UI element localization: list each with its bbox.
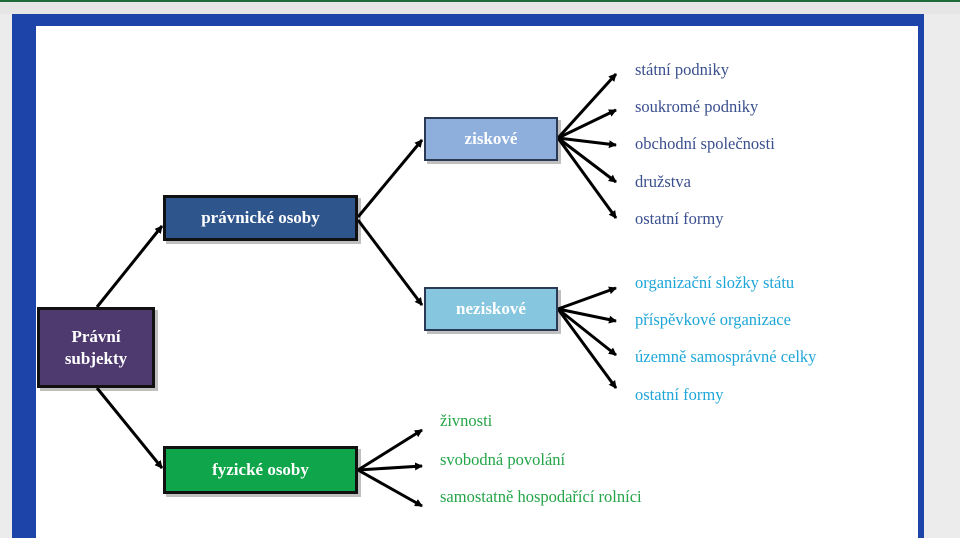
leaf-zivnosti: živnosti xyxy=(440,411,493,430)
edge-pravnicke-ziskove xyxy=(356,139,424,218)
node-root: Právní subjekty xyxy=(37,307,155,388)
leaf-statni-podniky: státní podniky xyxy=(635,60,729,79)
node-fyzicke-osoby-label: fyzické osoby xyxy=(212,460,309,480)
leaf-ostatni-formy-neziskove: ostatní formy xyxy=(635,385,724,404)
leaf-svobodna-povolani: svobodná povolání xyxy=(440,450,566,469)
node-neziskove: neziskové xyxy=(424,287,558,331)
node-pravnicke-osoby: právnické osoby xyxy=(163,195,358,241)
leaf-druzstva: družstva xyxy=(635,172,691,191)
leaf-uzemne-samospravne-celky: územně samosprávné celky xyxy=(635,347,817,366)
leaf-soukrome-podniky: soukromé podniky xyxy=(635,97,759,116)
leaf-samostatne-hospodarici-rolnici: samostatně hospodařící rolníci xyxy=(440,487,642,506)
edge-root-pravnicke xyxy=(95,225,164,308)
leaf-prispevkove-organizace: příspěvkové organizace xyxy=(635,310,791,329)
node-ziskove-label: ziskové xyxy=(464,129,518,149)
leaf-organizacni-slozky-statu: organizační složky státu xyxy=(635,273,795,292)
leaf-obchodni-spolecnosti: obchodní společnosti xyxy=(635,134,775,153)
right-margin xyxy=(924,14,960,538)
edge-pravnicke-neziskove xyxy=(356,219,424,306)
node-root-label: Právní subjekty xyxy=(64,327,128,368)
node-ziskove: ziskové xyxy=(424,117,558,161)
edge-root-fyzicke xyxy=(95,387,164,469)
node-pravnicke-osoby-label: právnické osoby xyxy=(201,208,320,228)
node-neziskove-label: neziskové xyxy=(456,299,526,319)
leaf-ostatni-formy-ziskove: ostatní formy xyxy=(635,209,724,228)
node-fyzicke-osoby: fyzické osoby xyxy=(163,446,358,494)
top-strip xyxy=(0,0,960,14)
